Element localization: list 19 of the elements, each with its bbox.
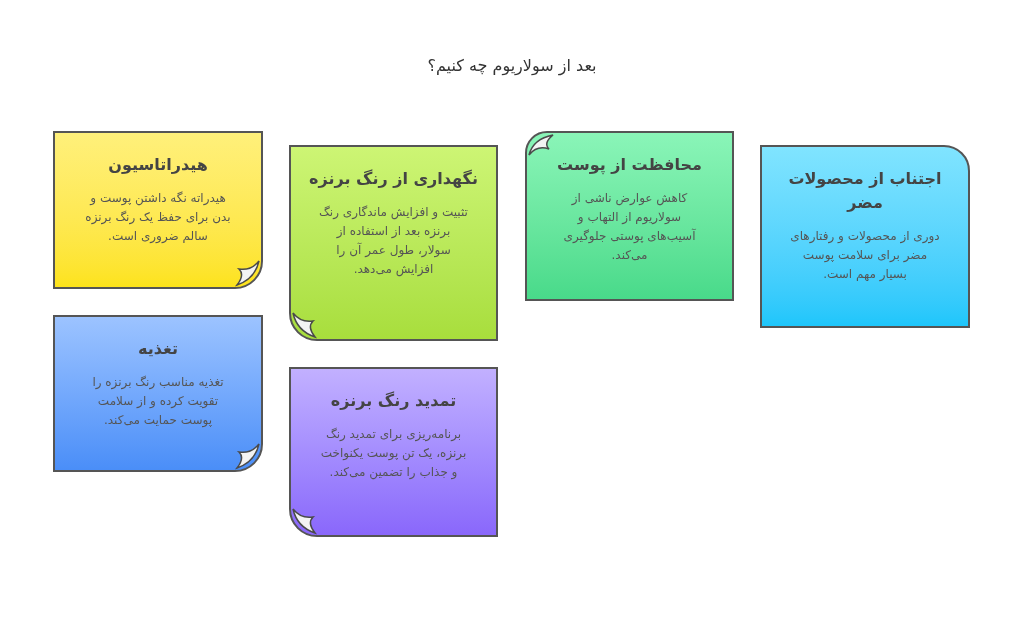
note-text: هیدراته نگه داشتن پوست و بدن برای حفظ یک رنگ برنزه سالم ضروری است.	[84, 190, 232, 245]
note-text: تثبیت و افزایش ماندگاری رنگ برنزه بعد از استفاده از سولار، طول عمر آن را افزایش می‌دهد.	[318, 204, 469, 279]
note-heading: تمدید رنگ برنزه	[330, 390, 457, 412]
note-heading: اجتناب از محصولات مضر	[787, 168, 943, 214]
note-heading: تغذیه	[138, 338, 178, 360]
sticky-note	[289, 367, 498, 537]
sticky-note	[760, 145, 970, 328]
note-heading: نگهداری از رنگ برنزه	[309, 168, 478, 190]
note-heading: محافظت از پوست	[557, 154, 702, 176]
note-text: کاهش عوارض ناشی از سولاریوم از التهاب و آسیب‌های پوستی جلوگیری می‌کند.	[562, 190, 697, 264]
sticky-note	[525, 131, 734, 301]
sticky-note	[53, 315, 263, 472]
sticky-note	[289, 145, 498, 341]
note-heading: هیدراتاسیون	[108, 154, 208, 176]
note-text: تغذیه مناسب رنگ برنزه را تقویت کرده و از سلامت پوست حمایت می‌کند.	[91, 374, 225, 430]
sticky-note	[53, 131, 263, 289]
diagram-title: بعد از سولاریوم چه کنیم؟	[426, 55, 598, 78]
note-text: دوری از محصولات و رفتارهای مضر برای سلامت پوست بسیار مهم است.	[789, 228, 941, 283]
note-text: برنامه‌ریزی برای تمدید رنگ برنزه، یک تن پوست یکنواخت و جذاب را تضمین می‌کند.	[319, 426, 468, 482]
